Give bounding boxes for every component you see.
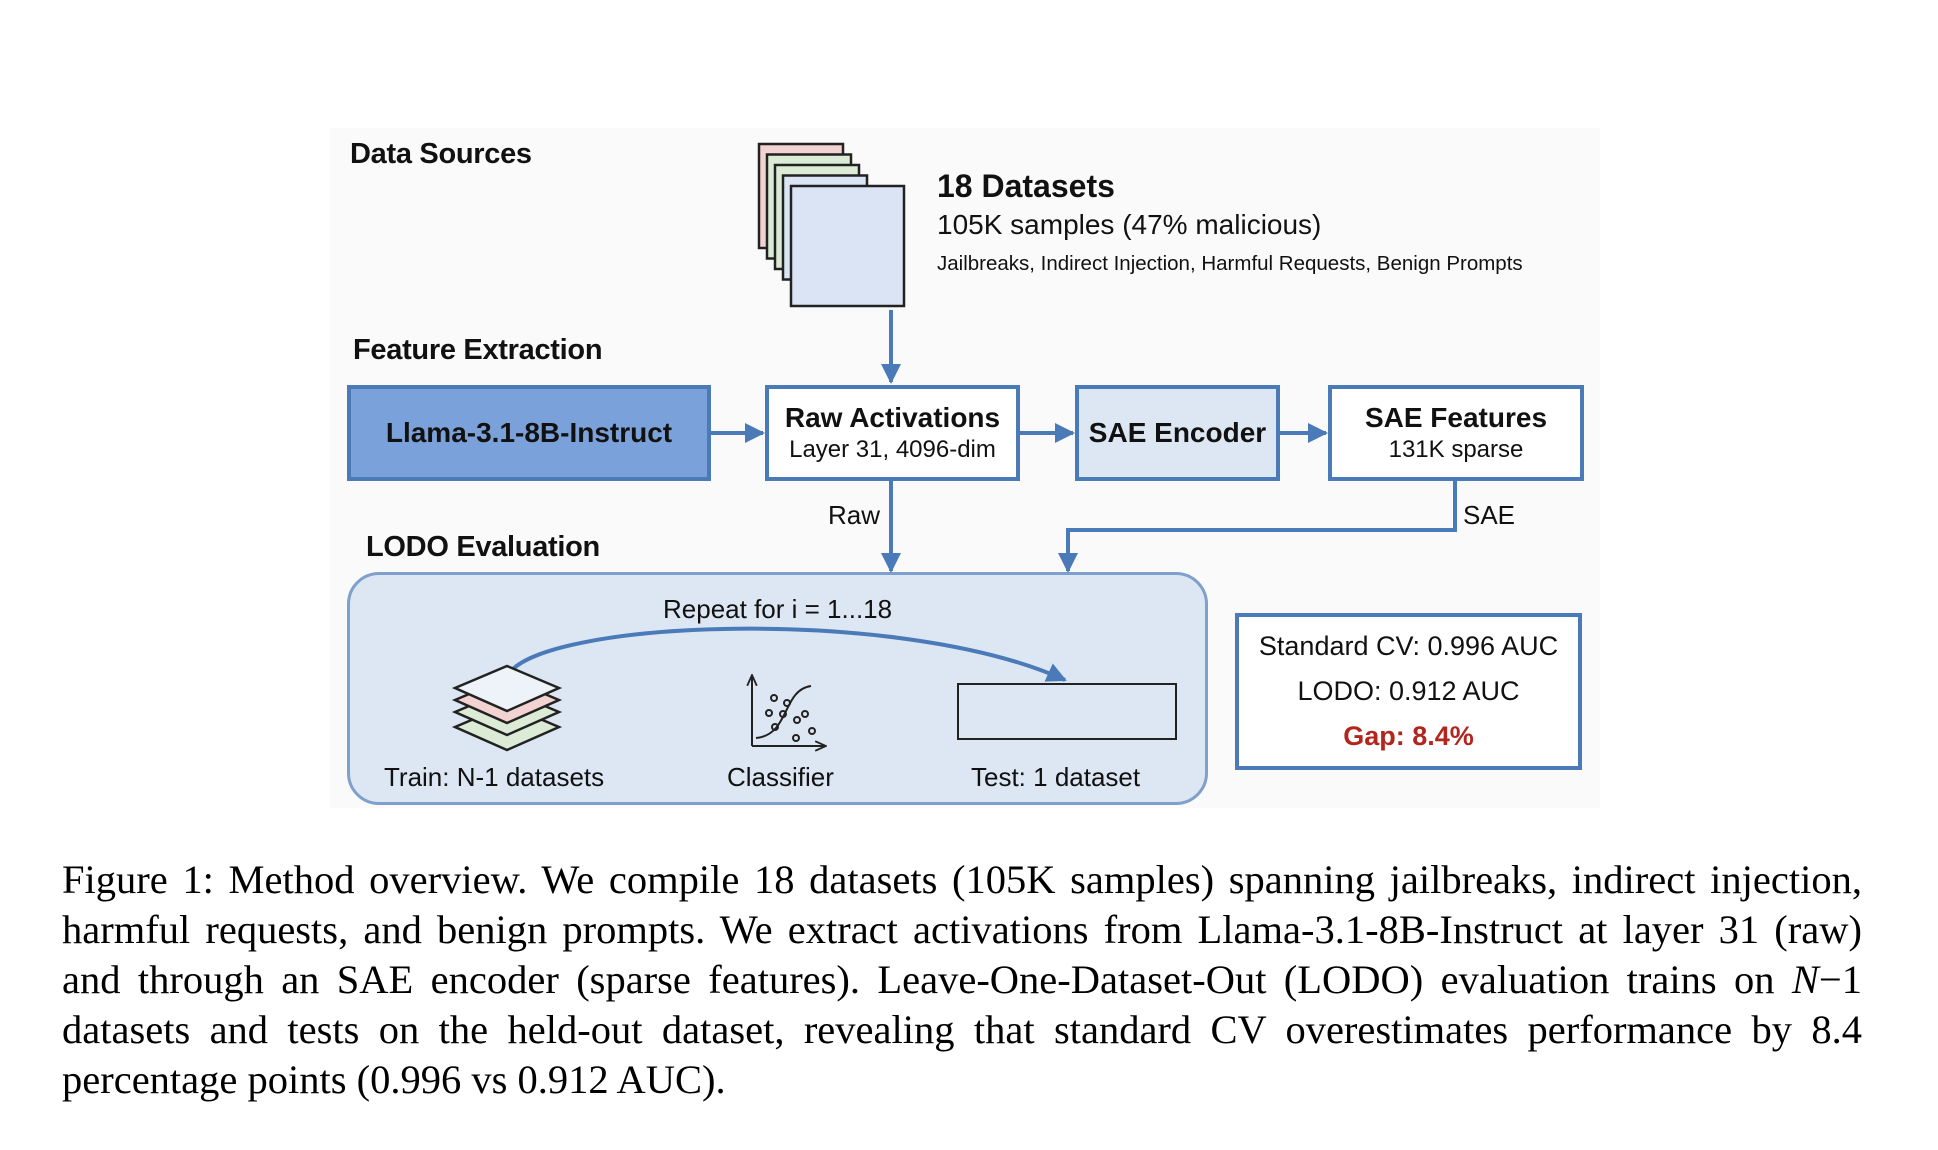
- caption-math-n: N: [1791, 957, 1819, 1002]
- document-sheet: [789, 184, 906, 308]
- caption-prefix: Figure 1: Method overview. We compile 18…: [62, 857, 1862, 1002]
- repeat-arc-arrow: [506, 626, 1067, 682]
- sae-features-box: SAE Features 131K sparse: [1328, 385, 1584, 481]
- sae-encoder-box: SAE Encoder: [1075, 385, 1280, 481]
- caption-suffix: datasets and tests on the held-out datas…: [62, 1007, 1862, 1102]
- sae-encoder-label: SAE Encoder: [1088, 417, 1267, 448]
- standard-cv-result: Standard CV: 0.996 AUC: [1258, 631, 1559, 661]
- test-dataset-box: [957, 683, 1177, 740]
- layers-icon: [451, 664, 563, 752]
- model-label: Llama-3.1-8B-Instruct: [385, 417, 673, 448]
- sae-branch-label: SAE: [1463, 500, 1516, 530]
- raw-activations-box: Raw Activations Layer 31, 4096-dim: [765, 385, 1020, 481]
- classifier-label: Classifier: [727, 762, 834, 792]
- sae-features-title: SAE Features: [1364, 402, 1548, 433]
- arrow-sae-to-lodo: [1058, 481, 1457, 573]
- lodo-result: LODO: 0.912 AUC: [1297, 676, 1520, 706]
- scatter-sigmoid-icon: [752, 675, 826, 746]
- datasets-subtitle: 105K samples (47% malicious): [937, 209, 1322, 240]
- datasets-title: 18 Datasets: [937, 168, 1115, 204]
- figure-caption: Figure 1: Method overview. We compile 18…: [62, 855, 1862, 1105]
- test-label: Test: 1 dataset: [971, 762, 1141, 792]
- train-label: Train: N-1 datasets: [384, 762, 605, 792]
- raw-activations-title: Raw Activations: [784, 402, 1001, 433]
- section-label-data-sources: Data Sources: [350, 138, 532, 170]
- datasets-categories: Jailbreaks, Indirect Injection, Harmful …: [937, 252, 1523, 275]
- model-box: Llama-3.1-8B-Instruct: [347, 385, 711, 481]
- caption-math-rest: −1: [1818, 957, 1862, 1002]
- section-label-feature-extraction: Feature Extraction: [353, 334, 603, 366]
- repeat-label: Repeat for i = 1...18: [663, 594, 893, 624]
- sae-features-sub: 131K sparse: [1388, 436, 1524, 463]
- results-box: Standard CV: 0.996 AUC LODO: 0.912 AUC G…: [1235, 613, 1582, 770]
- gap-result: Gap: 8.4%: [1343, 721, 1474, 751]
- raw-activations-sub: Layer 31, 4096-dim: [789, 436, 996, 463]
- section-label-lodo-evaluation: LODO Evaluation: [366, 531, 600, 563]
- raw-branch-label: Raw: [828, 500, 881, 530]
